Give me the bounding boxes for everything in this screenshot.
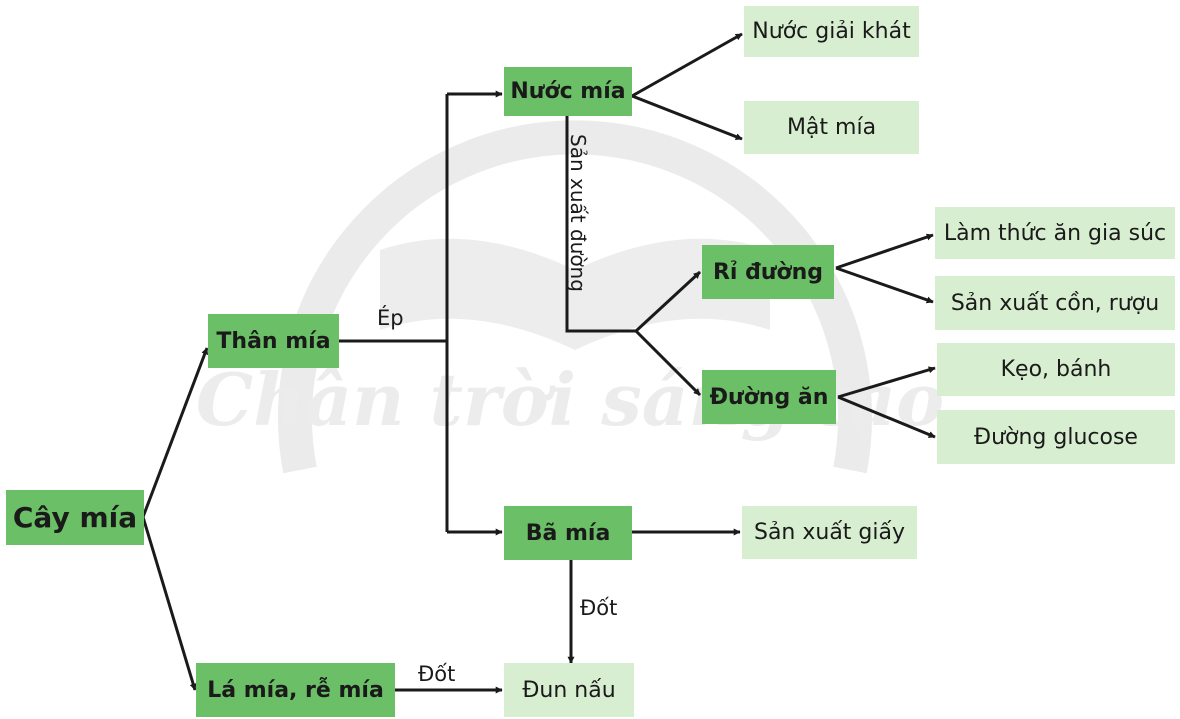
- edge-sanxuat-duong: [565, 115, 636, 333]
- edge-nuoc-matmia: [631, 94, 743, 141]
- label-san-xuat-duong: Sản xuất đường: [566, 134, 590, 292]
- edge-ri-thucan: [835, 233, 934, 270]
- label-ep: Ép: [377, 306, 404, 330]
- edge-cay-than: [141, 347, 209, 518]
- node-cay-mia: Cây mía: [6, 490, 144, 545]
- edge-split-ri: [634, 270, 702, 333]
- node-san-xuat-con-ruou: Sản xuất cồn, rượu: [935, 276, 1175, 330]
- edge-ri-con: [835, 266, 934, 304]
- edge-duongan-keo: [837, 366, 936, 399]
- edge-split-duongan: [634, 329, 702, 397]
- node-dun-nau: Đun nấu: [504, 663, 634, 717]
- node-san-xuat-giay: Sản xuất giấy: [742, 506, 917, 559]
- label-dot-ba-mia: Đốt: [580, 596, 618, 620]
- node-ba-mia: Bã mía: [504, 506, 632, 560]
- edge-cay-la: [141, 516, 197, 691]
- node-than-mia: Thân mía: [208, 314, 339, 368]
- edge-duongan-glucose: [837, 395, 936, 439]
- edge-nuoc-giaikhat: [631, 32, 743, 98]
- node-mat-mia: Mật mía: [744, 101, 919, 154]
- node-keo-banh: Kẹo, bánh: [937, 343, 1175, 396]
- node-nuoc-mia: Nước mía: [504, 67, 632, 116]
- node-nuoc-giai-khat: Nước giải khát: [744, 6, 919, 57]
- label-dot-la-mia: Đốt: [418, 662, 456, 686]
- node-ri-duong: Rỉ đường: [702, 245, 834, 299]
- node-la-mia-re-mia: Lá mía, rễ mía: [196, 663, 395, 717]
- node-duong-glucose: Đường glucose: [937, 410, 1175, 464]
- node-lam-thuc-an-gia-suc: Làm thức ăn gia súc: [935, 207, 1175, 259]
- label-san-xuat-duong-wrap: Sản xuất đường: [560, 134, 600, 314]
- node-duong-an: Đường ăn: [702, 370, 836, 424]
